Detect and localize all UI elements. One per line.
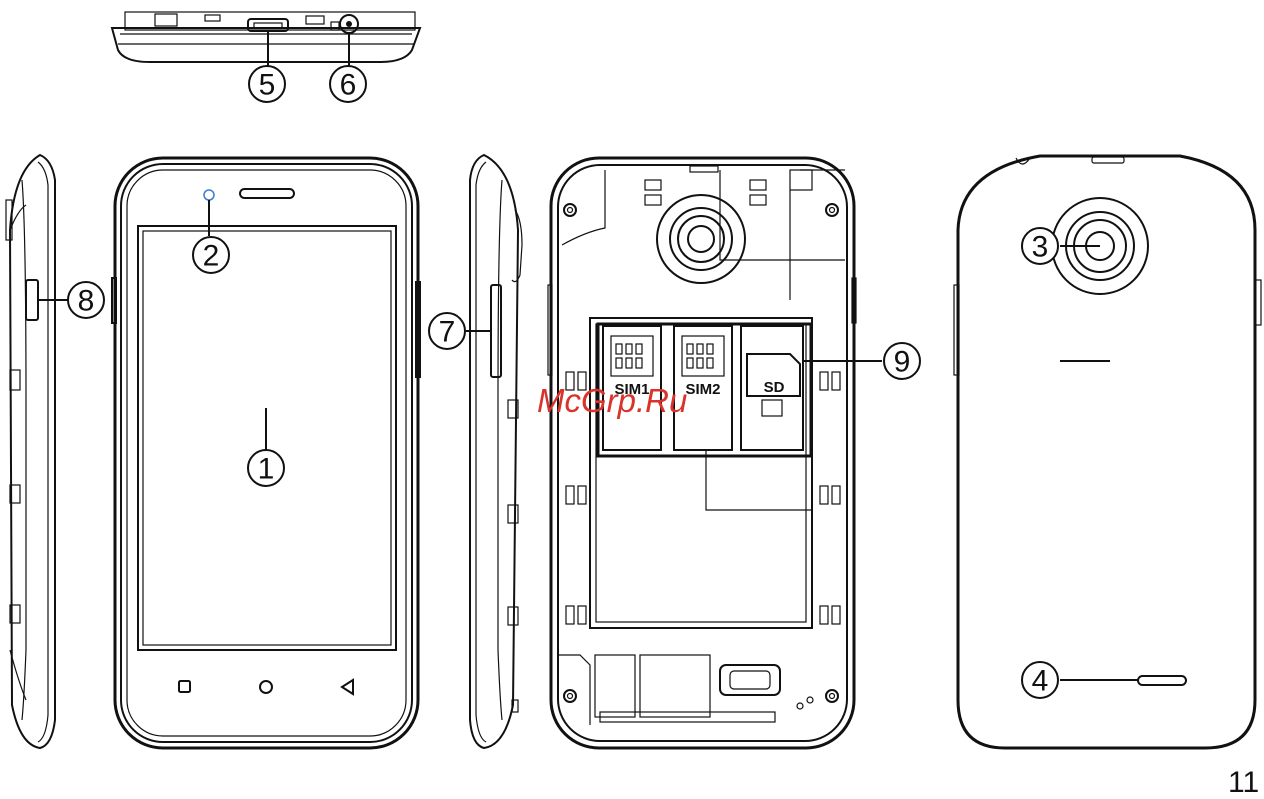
phone-back-cover-view	[954, 156, 1261, 748]
front-camera	[204, 190, 214, 236]
callout-1-label: 1	[258, 453, 275, 486]
rear-camera-open	[657, 195, 745, 283]
callout-7: 7	[429, 313, 465, 349]
home-icon	[260, 681, 272, 693]
audio-jack	[340, 15, 358, 66]
volume-keys	[466, 285, 501, 377]
callout-8: 8	[68, 282, 104, 318]
speaker-module	[558, 655, 813, 725]
rear-speaker	[1060, 676, 1186, 685]
callout-5: 5	[249, 66, 285, 102]
callout-6: 6	[330, 66, 366, 102]
callout-7-label: 7	[439, 316, 456, 349]
callout-3-label: 3	[1032, 231, 1049, 264]
callout-3: 3	[1022, 228, 1058, 264]
back-icon	[342, 680, 353, 694]
touchscreen	[138, 226, 396, 650]
sim2-label: SIM2	[685, 381, 720, 398]
callout-8-label: 8	[78, 285, 95, 318]
callout-5-label: 5	[259, 69, 276, 102]
power-button	[26, 280, 68, 320]
phone-left-side-view	[6, 155, 55, 748]
nav-keys	[179, 680, 353, 694]
callout-6-label: 6	[340, 69, 357, 102]
watermark-text: McGrp.Ru	[537, 382, 687, 419]
earpiece-slot	[240, 189, 294, 198]
sd-label: SD	[764, 379, 785, 396]
callout-1: 1	[248, 450, 284, 486]
callout-2-label: 2	[203, 240, 220, 273]
callout-4-label: 4	[1032, 665, 1049, 698]
phone-right-side-view	[470, 155, 522, 748]
rear-camera	[1052, 198, 1148, 294]
recent-apps-icon	[179, 681, 190, 692]
callout-9-label: 9	[894, 346, 911, 379]
page-number: 11	[1228, 766, 1259, 799]
callout-2: 2	[193, 237, 229, 273]
usb-port	[248, 19, 288, 66]
callout-9: 9	[884, 343, 920, 379]
callout-4: 4	[1022, 662, 1058, 698]
battery-compartment	[590, 318, 812, 628]
